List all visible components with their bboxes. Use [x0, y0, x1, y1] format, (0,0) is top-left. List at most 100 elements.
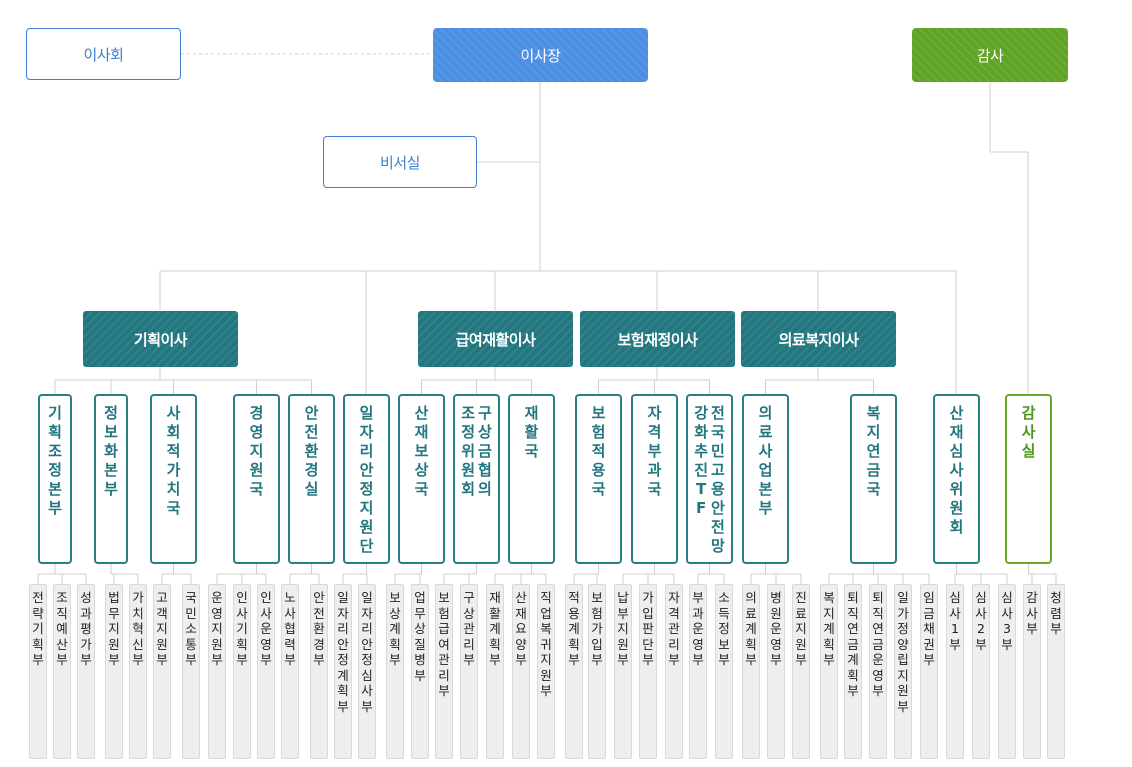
team-label-char: 가: [132, 590, 144, 605]
department-label-char: 안: [711, 499, 725, 517]
team-label-char: 신: [132, 636, 144, 652]
team-label-char: 영: [211, 605, 223, 621]
team-label-char: 획: [32, 636, 44, 652]
team-label-char: 부: [617, 652, 629, 667]
team-label-char: 지: [156, 621, 168, 636]
team-label-char: 심: [975, 590, 987, 605]
team-label-char: 감: [1026, 590, 1038, 605]
team-label-char: 부: [56, 652, 68, 667]
team-label-char: 운: [872, 652, 884, 667]
department-label-char: 고: [711, 461, 725, 479]
team-label-char: 2: [977, 621, 985, 636]
team-label-char: 관: [438, 652, 450, 667]
department-label-char: 감: [1021, 404, 1036, 422]
department-label-char: 사: [758, 442, 773, 460]
team-label-char: 운: [211, 590, 223, 605]
team-label-char: 적: [568, 590, 580, 605]
team-label-char: 계: [847, 652, 859, 667]
team-label-char: 1: [951, 621, 959, 636]
team-label-char: 여: [438, 636, 450, 652]
department-label-char: 의: [758, 404, 773, 422]
department-label-char: 일: [359, 404, 374, 422]
team-label-char: 전: [32, 590, 44, 605]
team-label-char: 보: [591, 590, 603, 605]
team-label-char: 원: [540, 667, 552, 683]
team-label-char: 통: [185, 636, 197, 652]
team-label-char: 부: [1026, 621, 1038, 636]
team-label-char: 원: [211, 636, 223, 652]
team-label-char: 복: [540, 621, 552, 636]
department-label-char: 정: [461, 423, 475, 441]
department-label-char: 원: [949, 499, 964, 517]
team-label-char: 부: [156, 652, 168, 667]
department-label-char: 지: [249, 442, 264, 460]
team-label-char: 가: [897, 605, 909, 621]
team-label-char: 부: [313, 652, 325, 667]
team-label-char: 부: [847, 683, 859, 698]
department-label-char: 전: [711, 518, 725, 536]
team-label-char: 보: [718, 636, 730, 652]
department-label-char: 국: [647, 480, 662, 498]
team-label-char: 퇴: [847, 590, 859, 605]
department-label-char: F: [695, 499, 707, 517]
department-label-char: 획: [48, 423, 62, 441]
team-label-char: 정: [361, 652, 373, 667]
board-label: 이사회: [83, 45, 124, 64]
director-benefits-rehab: 급여재활이사: [418, 311, 573, 367]
department-label-char: 산: [414, 404, 429, 422]
team-label-char: 업: [540, 605, 552, 621]
department-label-char: 국: [414, 480, 429, 498]
team-label-char: 지: [617, 621, 629, 636]
team-label-char: 사: [236, 605, 248, 621]
team-label-char: 상: [414, 621, 426, 636]
team-label-char: 혁: [132, 621, 144, 636]
team-label-char: 부: [438, 683, 450, 698]
department-label-char: 국: [166, 499, 181, 517]
team-label-char: 료: [745, 605, 757, 621]
team-label-char: 부: [211, 652, 223, 667]
department-label-char: 심: [949, 442, 964, 460]
team-label-char: 소: [185, 621, 197, 636]
team-label-char: 리: [361, 621, 373, 636]
team-label-char: 질: [414, 636, 426, 652]
team-label-char: 획: [489, 636, 501, 652]
team-label-char: 부: [236, 652, 248, 667]
department-label-char: 격: [647, 423, 662, 441]
department-label-char: 용: [591, 461, 606, 479]
team-label-char: 구: [463, 590, 475, 605]
team-label-char: 립: [897, 652, 909, 667]
department-label-char: 상: [414, 461, 429, 479]
team-label-char: 부: [949, 636, 961, 652]
team-label-char: 입: [591, 636, 603, 652]
department-label-char: 보: [591, 404, 606, 422]
department-label-char: 국: [249, 480, 264, 498]
team-label-char: 원: [108, 636, 120, 652]
team-label-char: 지: [823, 605, 835, 621]
team-label-char: 리: [668, 636, 680, 652]
team-label-char: 부: [389, 652, 401, 667]
team-label-char: 단: [642, 636, 654, 652]
team-label-char: 영: [872, 667, 884, 683]
director-insurance-finance: 보험재정이사: [580, 311, 735, 367]
team-label-char: 임: [923, 590, 935, 605]
team-label-char: 재: [489, 590, 501, 605]
